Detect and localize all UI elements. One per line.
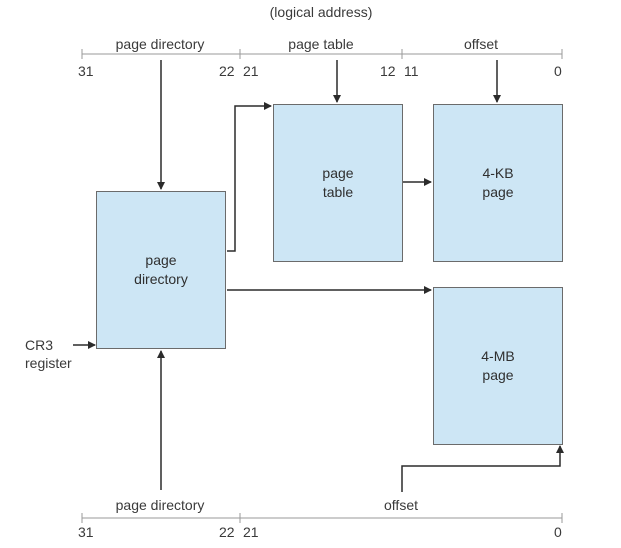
page-table-box-label: page table: [322, 165, 354, 200]
page-4mb-box: 4-MB page: [433, 287, 563, 445]
top-bit-22: 22: [219, 63, 235, 79]
top-bit-12: 12: [380, 63, 396, 79]
page-directory-box: page directory: [96, 191, 226, 349]
cr3-register-label: CR3 register: [25, 337, 72, 371]
top-bit-21: 21: [243, 63, 259, 79]
top-bit-31: 31: [78, 63, 94, 79]
top-field-page-table: page table: [288, 36, 354, 52]
page-directory-box-label: page directory: [134, 252, 188, 287]
page-4kb-box: 4-KB page: [433, 104, 563, 262]
top-field-offset: offset: [464, 36, 498, 52]
bottom-bit-22: 22: [219, 524, 235, 540]
bottom-bit-0: 0: [554, 524, 562, 540]
bottom-bit-31: 31: [78, 524, 94, 540]
logical-address-caption: (logical address): [269, 4, 373, 20]
bottom-bit-21: 21: [243, 524, 259, 540]
top-bit-11: 11: [404, 63, 419, 79]
top-field-page-directory: page directory: [115, 36, 205, 52]
page-4kb-box-label: 4-KB page: [482, 165, 514, 200]
top-bit-0: 0: [554, 63, 562, 79]
bottom-field-page-directory: page directory: [115, 497, 205, 513]
page-4mb-box-label: 4-MB page: [481, 348, 515, 383]
page-table-box: page table: [273, 104, 403, 262]
bottom-address-bar: [81, 513, 563, 523]
arrow-dir-to-table: [227, 102, 272, 252]
bottom-field-offset: offset: [384, 497, 418, 513]
arrow-offset-bottom: [401, 445, 564, 492]
